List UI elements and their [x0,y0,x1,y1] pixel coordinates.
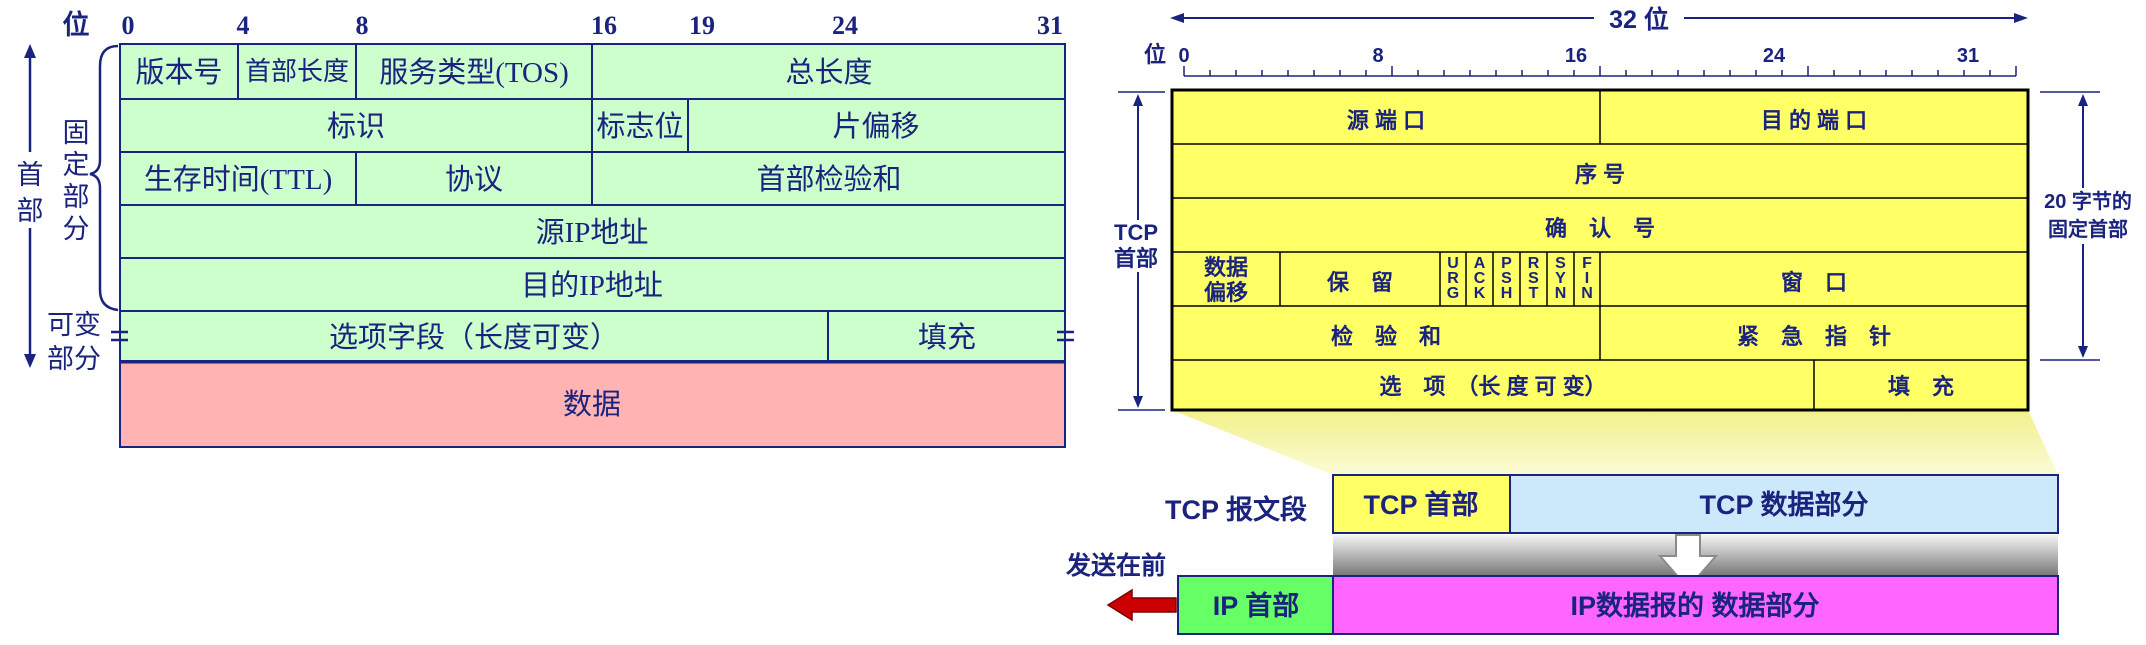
ip-bit-tick: 8 [356,11,369,40]
encapsulation: TCP 报文段 TCP 首部 TCP 数据部分 IP 首部 IP数据报的 数据部… [1065,474,2059,635]
tcp-fixed-label-1: 20 字节的 [2044,189,2132,213]
ip-bit-tick: 16 [591,11,617,40]
svg-text:部: 部 [63,182,90,212]
ip-field-options: 选项字段（长度可变） [329,321,619,354]
tcp-flag-fin-letter: F [1582,255,1592,272]
tcp-fixed-label-2: 固定首部 [2048,217,2128,241]
tcp-field-reserved: 保 留 [1326,270,1393,295]
ip-bit-tick: 19 [689,11,715,40]
tcp-field-ack: 确 认 号 [1545,216,1655,241]
ip-header-label-2: 部 [17,196,44,226]
tcp-bit-tick: 0 [1178,45,1189,67]
send-first-label: 发送在前 [1065,551,1166,580]
down-arrow-icon [1657,534,1719,590]
tcp-flag-fin-letter: I [1585,270,1589,287]
tcp-bit-ruler [1183,66,2017,77]
ip-field-fragment-offset: 片偏移 [832,110,919,143]
tcp-field-data-offset-2: 偏移 [1204,280,1248,305]
tcp-field-window: 窗 口 [1781,270,1847,295]
fixed-brace [89,44,119,312]
tcp-width-label: 32 位 [1609,5,1669,34]
tcp-flag-psh-letter: H [1501,285,1513,302]
funnel [1172,410,2058,475]
tcp-flag-fin-letter: N [1581,285,1593,302]
tcp-flag-ack-letter: C [1474,270,1486,287]
svg-text:可变: 可变 [47,310,101,340]
tcp-field-src-port: 源 端 口 [1347,108,1425,133]
svg-text:固: 固 [63,118,90,148]
send-arrow-icon [1106,588,1177,622]
ip-field-tos: 服务类型(TOS) [379,56,569,89]
ip-bit-label: 位 [63,9,90,40]
tcp-segment: 32 位 位 0 8 16 24 31 TCP 首部 20 字节的 固定首部 [1110,5,2146,475]
tcp-flag-urg-letter: R [1447,270,1459,287]
tcp-data-text: TCP 数据部分 [1699,489,1868,520]
ip-field-padding: 填充 [918,321,976,354]
tcp-bit-tick: 8 [1372,45,1383,67]
variable-length-marks [111,330,1074,342]
ip-field-checksum: 首部检验和 [756,163,901,196]
tcp-bit-label: 位 [1144,42,1166,67]
tcp-field-seq: 序 号 [1575,162,1625,187]
tcp-flag-rst-letter: S [1528,270,1539,287]
ip-field-total-length: 总长度 [785,56,872,89]
tcp-flag-syn-letter: S [1555,255,1566,272]
ip-bit-tick: 24 [832,11,858,40]
tcp-flag-ack-letter: A [1474,255,1486,272]
ip-bit-tick: 31 [1037,11,1063,40]
tcp-field-checksum: 检 验 和 [1331,324,1441,349]
svg-text:定: 定 [63,150,90,180]
segment-label: TCP 报文段 [1165,494,1307,525]
ip-field-protocol: 协议 [445,163,503,196]
svg-text:部分: 部分 [47,344,101,374]
tcp-header-text: TCP 首部 [1363,489,1478,520]
ip-header-block [1177,575,1334,635]
ip-field-dst: 目的IP地址 [521,269,663,302]
tcp-flag-rst-letter: T [1529,285,1539,302]
ip-field-flags: 标志位 [596,110,683,143]
tcp-field-options: 选 项 （长 度 可 变） [1379,374,1606,399]
tcp-data-block [1509,474,2059,534]
ip-field-version: 版本号 [135,56,222,89]
tcp-field-dst-port: 目 的 端 口 [1761,108,1867,133]
ip-data-part-block [1332,575,2059,635]
tcp-flag-ack-letter: K [1474,285,1486,302]
ip-datagram: 位 0 4 8 16 19 24 31 首 部 固 定 部 分 可变 部分 [14,9,1074,448]
ip-field-identification: 标识 [327,110,385,143]
tcp-header-label-2: 首部 [1114,246,1158,271]
tcp-field-padding: 填 充 [1888,374,1954,399]
tcp-header-label-1: TCP [1114,220,1158,245]
tcp-flag-syn-letter: N [1555,285,1567,302]
ip-field-src: 源IP地址 [536,216,649,249]
ip-bit-tick: 0 [122,11,135,40]
tcp-bit-tick: 16 [1565,45,1587,67]
tcp-bit-tick: 24 [1763,45,1786,67]
ip-variable-label: 可变 部分 [47,310,101,374]
ip-bit-tick: 4 [237,11,250,40]
tcp-flag-urg-letter: U [1447,255,1459,272]
ip-fixed-label: 固 定 部 分 [63,118,90,244]
ip-header-label-1: 首 [17,160,44,190]
svg-text:分: 分 [63,214,90,244]
ip-data-part-text: IP数据报的 数据部分 [1570,590,1819,621]
tcp-flag-rst-letter: R [1528,255,1540,272]
tcp-flag-syn-letter: Y [1555,270,1566,287]
tcp-flag-psh-letter: S [1501,270,1512,287]
tcp-bit-tick: 31 [1957,45,1979,67]
ip-header-text: IP 首部 [1213,590,1300,621]
ip-field-ttl: 生存时间(TTL) [144,163,332,196]
ip-data-block [119,360,1066,448]
tcp-flag-psh-letter: P [1501,255,1512,272]
tcp-field-urgent: 紧 急 指 针 [1737,324,1891,349]
ip-field-ihl: 首部长度 [245,57,349,86]
ip-field-data: 数据 [563,388,621,421]
tcp-field-data-offset-1: 数据 [1204,255,1248,280]
tcp-flag-urg-letter: G [1447,285,1459,302]
